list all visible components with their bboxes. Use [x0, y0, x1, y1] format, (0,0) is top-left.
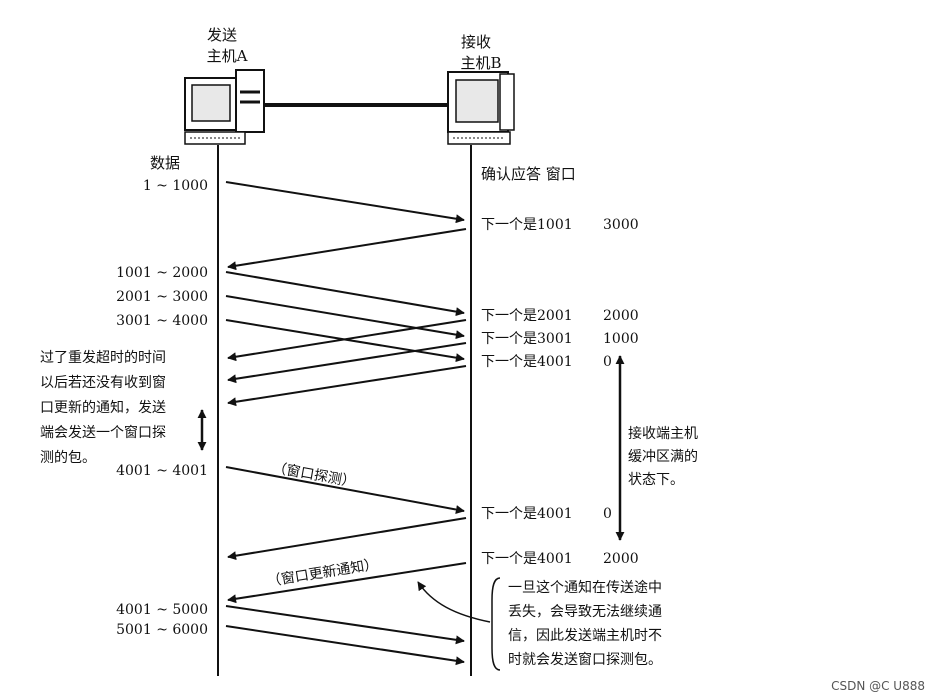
ack-label-3: 下一个是3001	[481, 331, 573, 347]
host-a-title-line2: 主机A	[207, 47, 248, 65]
timeout-note-line4: 端会发送一个窗口探	[40, 424, 166, 441]
ack-label-1: 下一个是1001	[481, 217, 573, 233]
left-column-header: 数据	[150, 154, 180, 172]
ack-label-4: 下一个是4001	[481, 354, 573, 370]
lost-note-line3: 信，因此发送端主机时不	[508, 628, 662, 644]
ack-label-2: 下一个是2001	[481, 308, 573, 324]
ack-window-6: 2000	[603, 551, 639, 567]
lost-note-pointer-arrow	[417, 581, 491, 623]
timeout-note-line3: 口更新的通知，发送	[40, 399, 166, 416]
ack-arrow-4001	[227, 365, 467, 407]
ack-arrow-1001	[227, 228, 467, 271]
buffer-note-line1: 接收端主机	[628, 425, 698, 442]
segment-arrow-4001-5000	[225, 605, 465, 645]
watermark-text: CSDN @C U888	[831, 679, 925, 693]
timeout-note-line2: 以后若还没有收到窗	[40, 374, 166, 391]
timeout-note-line5: 测的包。	[40, 450, 96, 466]
ack-arrow-3001	[227, 342, 467, 384]
ack-arrow-4001-zero-window	[227, 517, 467, 561]
lost-note-bracket	[491, 577, 501, 671]
ack-window-5: 0	[603, 506, 612, 522]
host-b-computer-icon	[447, 71, 515, 145]
window-update-arrow	[227, 562, 467, 604]
lost-note-line1: 一旦这个通知在传送途中	[508, 579, 662, 596]
data-label-5: 4001 ~ 4001	[116, 463, 208, 479]
data-label-6: 4001 ~ 5000	[116, 602, 208, 618]
buffer-note-line2: 缓冲区满的	[628, 449, 698, 465]
ack-window-1: 3000	[603, 217, 639, 233]
ack-window-4: 0	[603, 354, 612, 370]
timeout-note-line1: 过了重发超时的时间	[40, 350, 166, 366]
buffer-note-line3: 状态下。	[628, 472, 684, 488]
ack-window-3: 1000	[603, 331, 639, 347]
window-probe-label: （窗口探测）	[271, 459, 357, 490]
window-probe-arrow	[225, 466, 465, 514]
ack-arrow-2001	[227, 319, 467, 362]
segment-arrow-5001-6000	[225, 625, 465, 666]
ack-label-6: 下一个是4001	[481, 551, 573, 567]
right-column-header: 确认应答 窗口	[481, 165, 576, 183]
host-b-title-line2: 主机B	[460, 54, 501, 72]
ack-label-5: 下一个是4001	[481, 506, 573, 522]
data-label-4: 3001 ~ 4000	[116, 313, 208, 329]
host-b-title-line1: 接收	[461, 33, 491, 51]
segment-arrow-2001-3000	[225, 295, 465, 340]
segment-arrow-1001-2000	[225, 271, 465, 317]
data-label-2: 1001 ~ 2000	[116, 265, 208, 281]
lost-note-line2: 丢失，会导致无法继续通	[508, 603, 662, 620]
data-label-1: 1 ~ 1000	[143, 178, 208, 194]
host-a-computer-icon	[184, 69, 265, 145]
segment-arrow-1-1000	[225, 181, 465, 224]
data-label-7: 5001 ~ 6000	[116, 622, 208, 638]
host-a-title-line1: 发送	[207, 26, 237, 44]
data-label-3: 2001 ~ 3000	[116, 289, 208, 305]
ack-window-2: 2000	[603, 308, 639, 324]
lost-note-line4: 时就会发送窗口探测包。	[508, 651, 662, 668]
